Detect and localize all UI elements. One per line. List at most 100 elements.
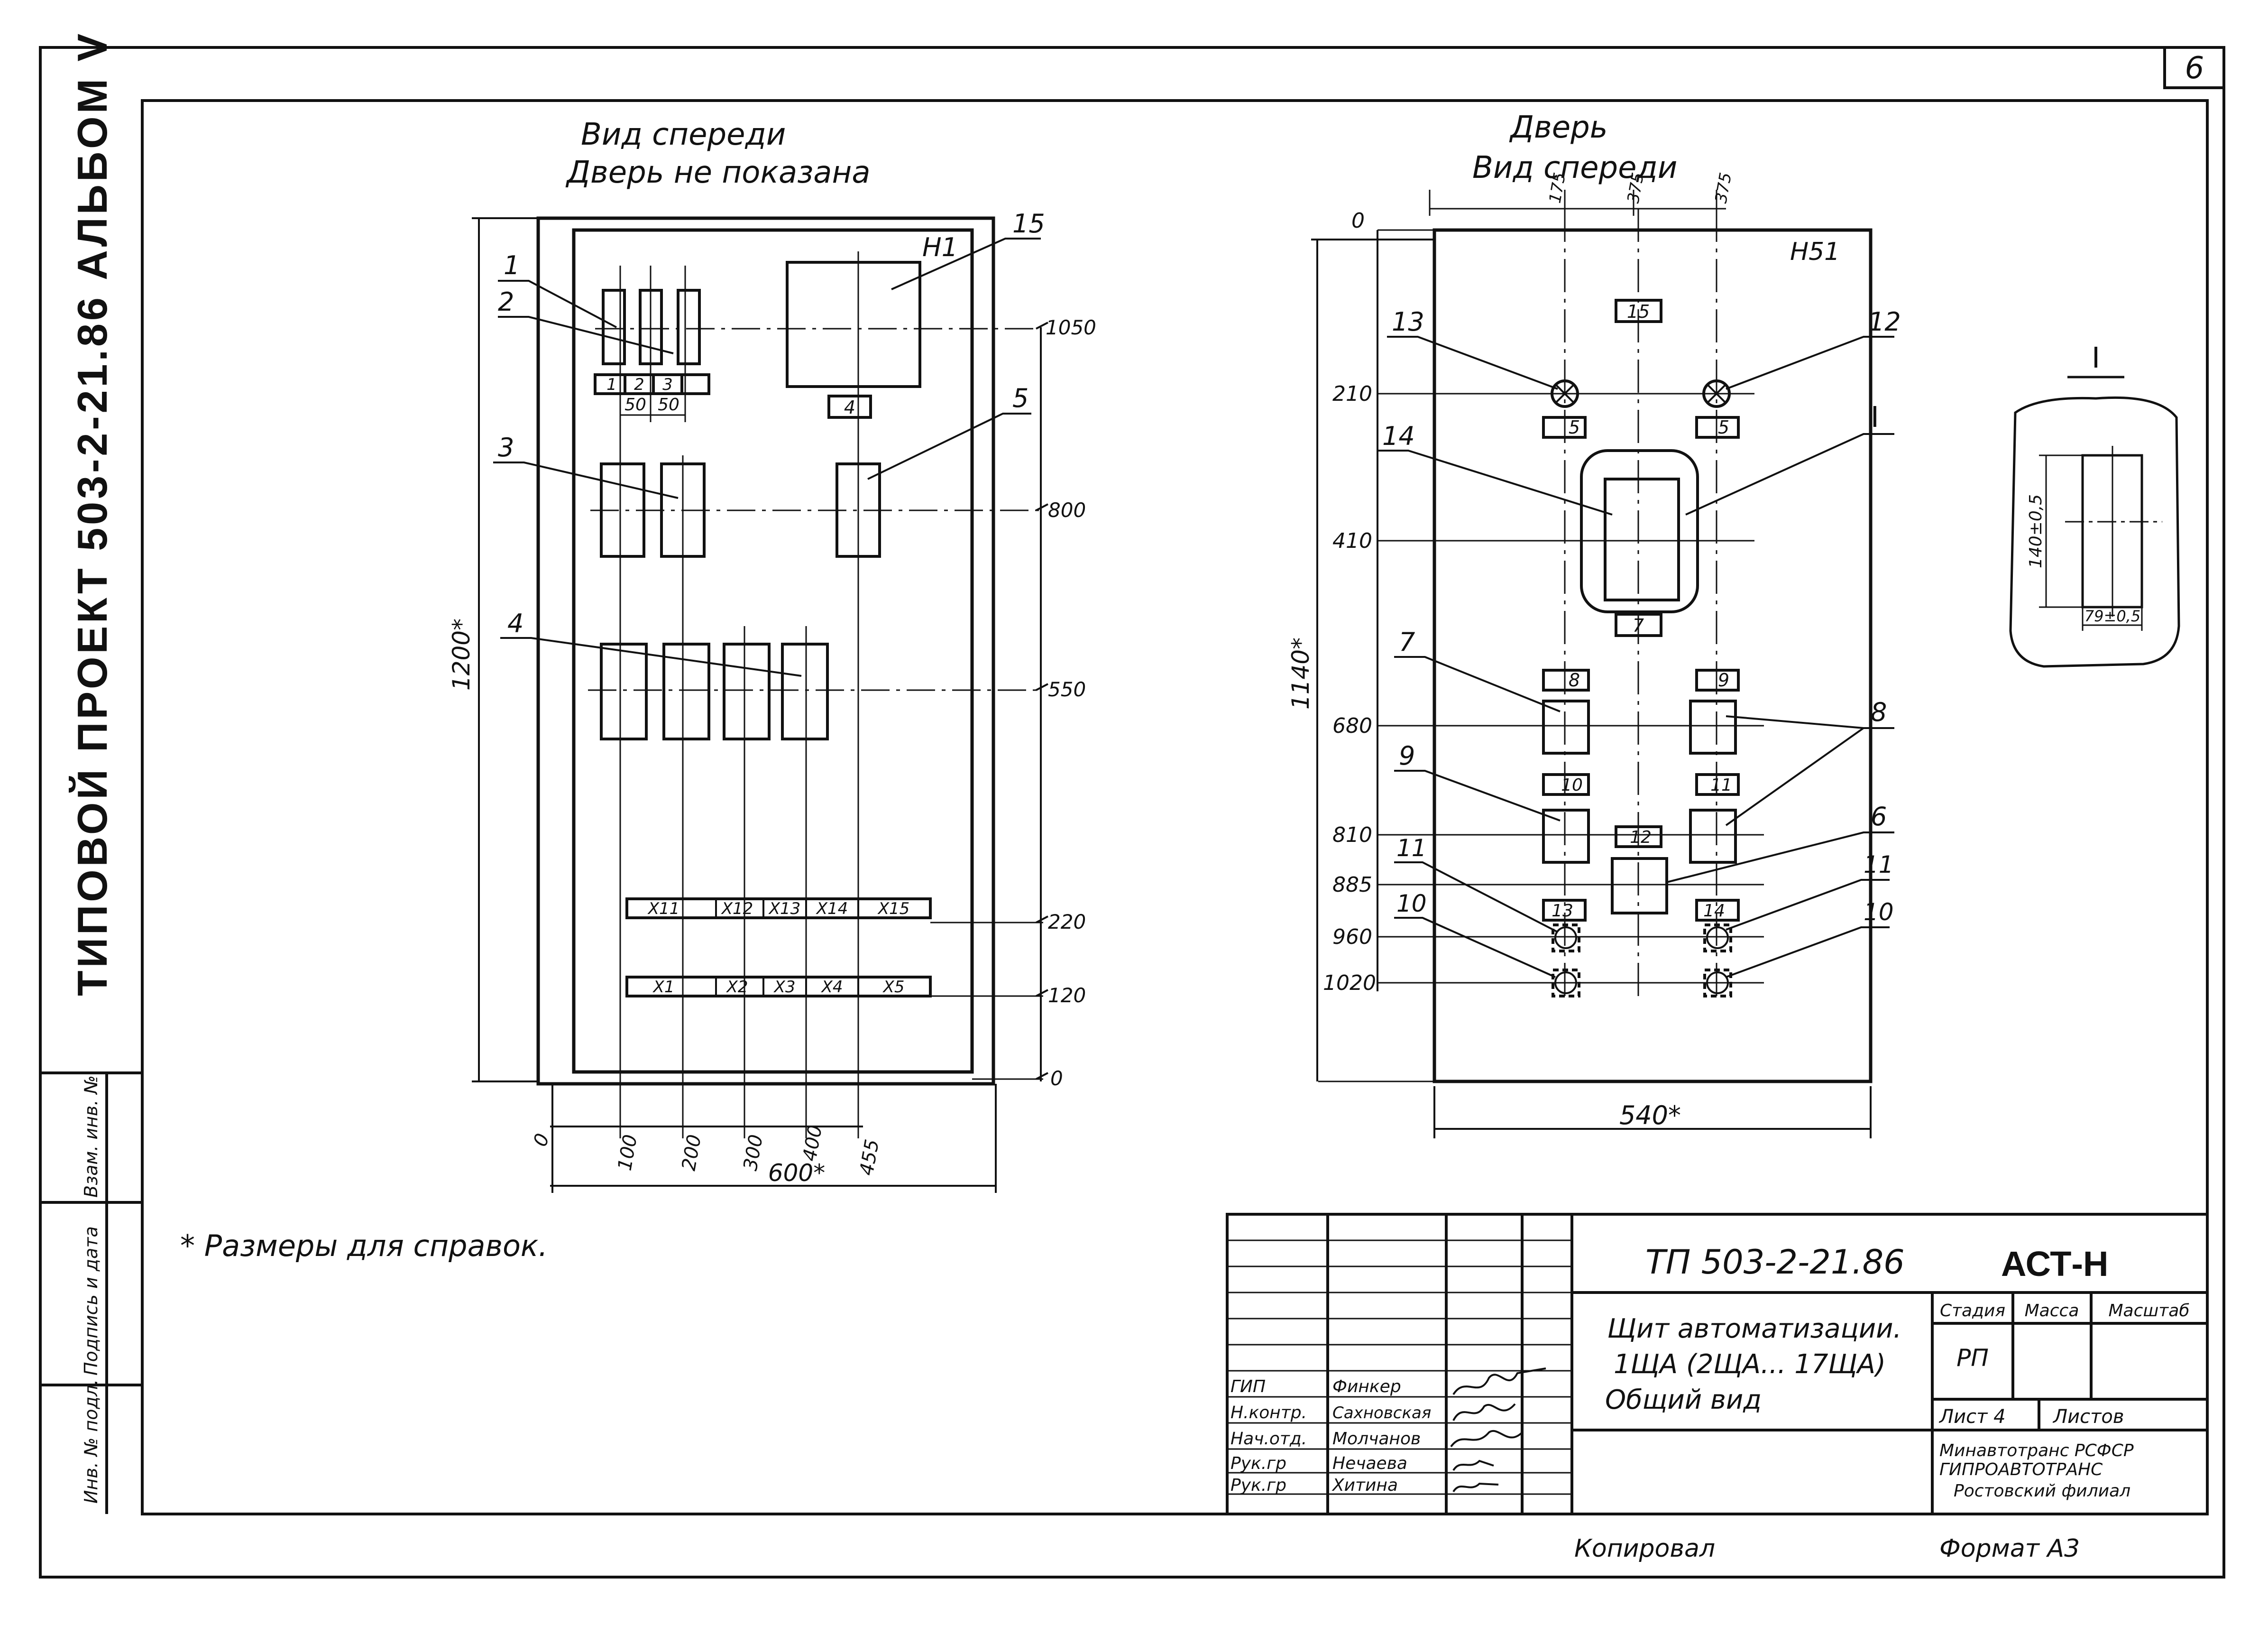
- door-device-9: [1542, 809, 1590, 864]
- door-level-885: 885: [1332, 873, 1372, 897]
- door-outline: [1432, 228, 1873, 1083]
- door-device-8b: [1689, 809, 1737, 864]
- door-tag-5b-label: 5: [1718, 417, 1729, 438]
- door-tag-11: [1695, 773, 1740, 796]
- front-terminal-row-top: [625, 897, 932, 919]
- front-leader-3: 3: [498, 433, 514, 462]
- door-button-11b: [1703, 923, 1732, 952]
- door-tag-10: [1542, 773, 1590, 796]
- role-gip: ГИП: [1230, 1377, 1266, 1396]
- front-leader-2: 2: [498, 287, 514, 317]
- front-device-15: [786, 261, 921, 388]
- name-sakhnovskaya: Сахновская: [1332, 1403, 1431, 1422]
- door-level-680: 680: [1332, 714, 1372, 738]
- detail-label: I: [2092, 340, 2100, 374]
- front-spacing-dim-1: 50: [624, 395, 646, 415]
- door-leader-11a: 11: [1396, 834, 1427, 862]
- title-name-3: Общий вид: [1605, 1385, 1762, 1415]
- terminal-x5: X5: [882, 978, 905, 997]
- door-level-810: 810: [1332, 823, 1372, 847]
- side-field-vzam-inv: Взам. инв. №: [81, 1075, 101, 1198]
- front-device-4c: [723, 643, 771, 740]
- door-panel-label: H51: [1790, 238, 1840, 266]
- front-level-120: 120: [1048, 984, 1086, 1007]
- terminal-x2: X2: [726, 978, 748, 997]
- front-height-total: 1200*: [448, 619, 475, 691]
- front-width-dim-0: 0: [529, 1131, 554, 1150]
- name-nechaeva: Нечаева: [1332, 1454, 1407, 1473]
- terminal-x15: X15: [877, 899, 910, 918]
- door-tag-11-label: 11: [1710, 776, 1732, 795]
- col-stage: Стадия: [1940, 1301, 2005, 1320]
- front-level-1050: 1050: [1046, 316, 1096, 339]
- role-ruk-gr-2: Рук.гр: [1230, 1476, 1286, 1495]
- front-tag-4-label: 4: [844, 397, 855, 418]
- title-block: ТП 503-2-21.86 АСТ-Н Щит автоматизации. …: [1226, 1213, 2209, 1515]
- door-button-10a: [1552, 969, 1580, 997]
- door-tag-13: [1542, 899, 1587, 922]
- name-khitina: Хитина: [1331, 1476, 1398, 1495]
- sheet-number: Лист 4: [1938, 1406, 2006, 1428]
- front-cabinet-outline: [536, 216, 995, 1086]
- door-level-960: 960: [1332, 925, 1372, 949]
- front-view: Вид спереди Дверь не показана H1: [448, 117, 1096, 1193]
- door-tag-14-label: 14: [1703, 901, 1725, 921]
- front-tag-3: 3: [662, 375, 673, 394]
- terminal-x4: X4: [821, 978, 843, 997]
- col-scale: Масштаб: [2108, 1301, 2189, 1320]
- terminal-x13: X13: [768, 899, 801, 918]
- front-width-dim-400: 400: [799, 1124, 827, 1163]
- door-leader-14: 14: [1382, 421, 1415, 451]
- front-devices: [594, 261, 932, 997]
- door-device-7: [1542, 700, 1590, 755]
- door-tag-7-label: 7: [1633, 615, 1644, 636]
- door-tag-12-label: 12: [1630, 828, 1652, 847]
- side-field-sign-date: Подпись и дата: [81, 1226, 101, 1376]
- door-leader-8: 8: [1871, 697, 1887, 727]
- front-width-dim-455: 455: [856, 1138, 884, 1177]
- front-view-title-1: Вид спереди: [581, 117, 786, 152]
- footer-format: Формат А3: [1939, 1534, 2080, 1563]
- front-relay-3: [677, 289, 701, 365]
- door-level-210: 210: [1332, 382, 1372, 406]
- title-name-1: Щит автоматизации.: [1607, 1313, 1902, 1344]
- org-line-2: ГИПРОАВТОТРАНС: [1939, 1460, 2103, 1479]
- door-tag-14: [1695, 899, 1740, 922]
- front-panel-label: H1: [922, 232, 958, 262]
- door-view-title-1: Дверь: [1509, 110, 1607, 145]
- door-tag-5b: [1695, 416, 1740, 439]
- sheet-frame: [39, 46, 2225, 1579]
- front-width-total: 600*: [768, 1159, 825, 1187]
- front-tag-2: 2: [634, 375, 644, 394]
- side-field-inv-podl: Инв. № подл.: [81, 1379, 101, 1504]
- front-tag-4: [827, 395, 872, 419]
- door-width-total: 540*: [1619, 1100, 1681, 1130]
- door-view: Дверь Вид спереди 175 375 375 H51: [1287, 110, 1901, 1138]
- role-nach-otd: Нач.отд.: [1230, 1429, 1307, 1449]
- door-height-total: 1140*: [1287, 637, 1314, 710]
- door-lamp-13: [1551, 379, 1579, 408]
- door-top-dim-375b: 375: [1711, 171, 1735, 205]
- door-leader-10b: 10: [1864, 898, 1894, 926]
- door-device-8a: [1689, 700, 1737, 755]
- detail-dim-height: 140±0,5: [2026, 494, 2046, 568]
- door-device-6: [1611, 857, 1668, 914]
- door-leader-detail-I: I: [1871, 399, 1879, 434]
- front-leader-1: 1: [504, 250, 520, 280]
- door-tag-8: [1542, 669, 1590, 692]
- door-level-410: 410: [1332, 529, 1372, 553]
- footer-copied: Копировал: [1574, 1534, 1715, 1563]
- front-device-4a: [600, 643, 648, 740]
- door-tag-5a-label: 5: [1569, 417, 1580, 438]
- front-relay-1: [602, 289, 626, 365]
- role-ruk-gr-1: Рук.гр: [1230, 1454, 1286, 1473]
- front-width-dim-300: 300: [740, 1133, 768, 1173]
- name-molchanov: Молчанов: [1332, 1429, 1421, 1449]
- terminal-x14: X14: [816, 899, 848, 918]
- door-level-0: 0: [1351, 209, 1365, 233]
- door-tag-9-label: 9: [1718, 670, 1729, 691]
- front-width-dim-200: 200: [678, 1133, 706, 1173]
- front-view-title-2: Дверь не показана: [565, 155, 871, 190]
- door-tag-15-label: 15: [1627, 301, 1650, 322]
